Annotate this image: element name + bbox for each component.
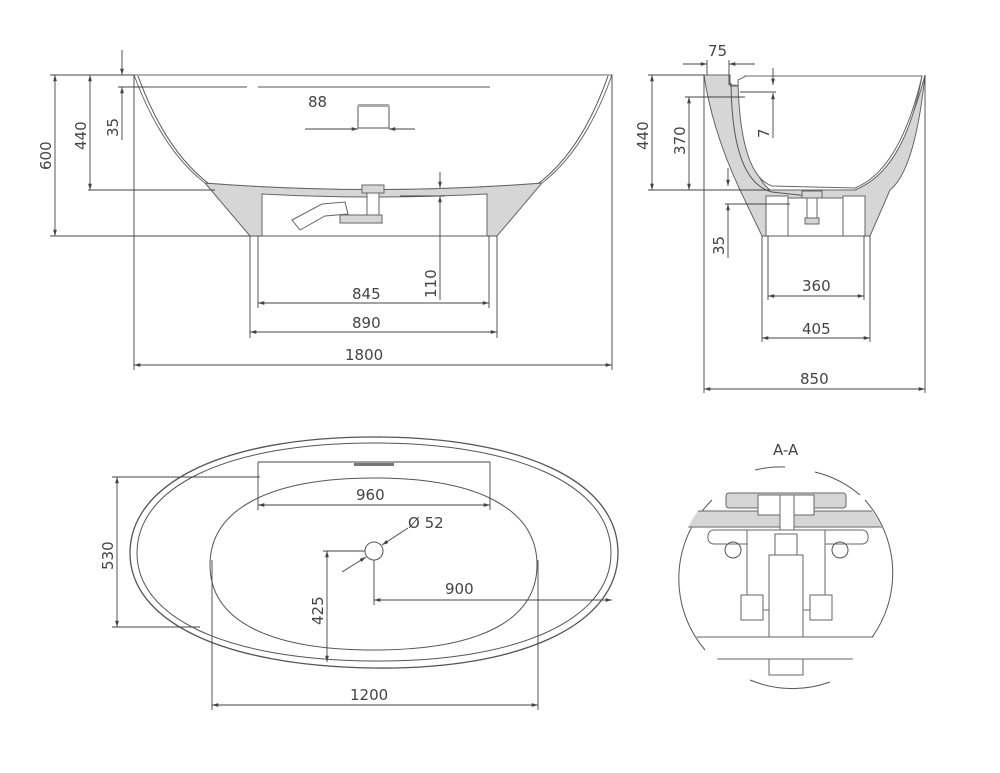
- detail-title: A-A: [773, 441, 799, 459]
- dim-110: 110: [422, 269, 440, 298]
- dim-440-side: 440: [634, 121, 652, 150]
- dim-75: 75: [708, 42, 727, 60]
- detail-section-a-a: A-A: [677, 441, 894, 690]
- side-view: 440 370 75 7 35 360 405 850: [634, 42, 926, 393]
- dim-1200: 1200: [350, 686, 388, 704]
- dim-440: 440: [72, 121, 90, 150]
- dim-850: 850: [800, 370, 829, 388]
- dim-425: 425: [309, 596, 327, 625]
- dim-530: 530: [99, 541, 117, 570]
- dim-405: 405: [802, 320, 831, 338]
- dim-845: 845: [352, 285, 381, 303]
- dim-600: 600: [37, 141, 55, 170]
- dim-900: 900: [445, 580, 474, 598]
- dim-drain-diameter: Ø 52: [408, 514, 444, 532]
- top-view: 960 Ø 52 530 425 900 1200: [99, 436, 619, 710]
- dim-370: 370: [671, 126, 689, 155]
- dim-35: 35: [104, 118, 122, 137]
- dim-7: 7: [755, 128, 773, 138]
- dim-360: 360: [802, 277, 831, 295]
- front-view: 600 440 35 88 110 845 890 1800: [37, 50, 613, 370]
- drain-valve: [291, 184, 385, 231]
- dim-890: 890: [352, 314, 381, 332]
- dim-35-side: 35: [710, 236, 728, 255]
- dim-1800: 1800: [345, 346, 383, 364]
- dim-960: 960: [356, 486, 385, 504]
- dim-88: 88: [308, 93, 327, 111]
